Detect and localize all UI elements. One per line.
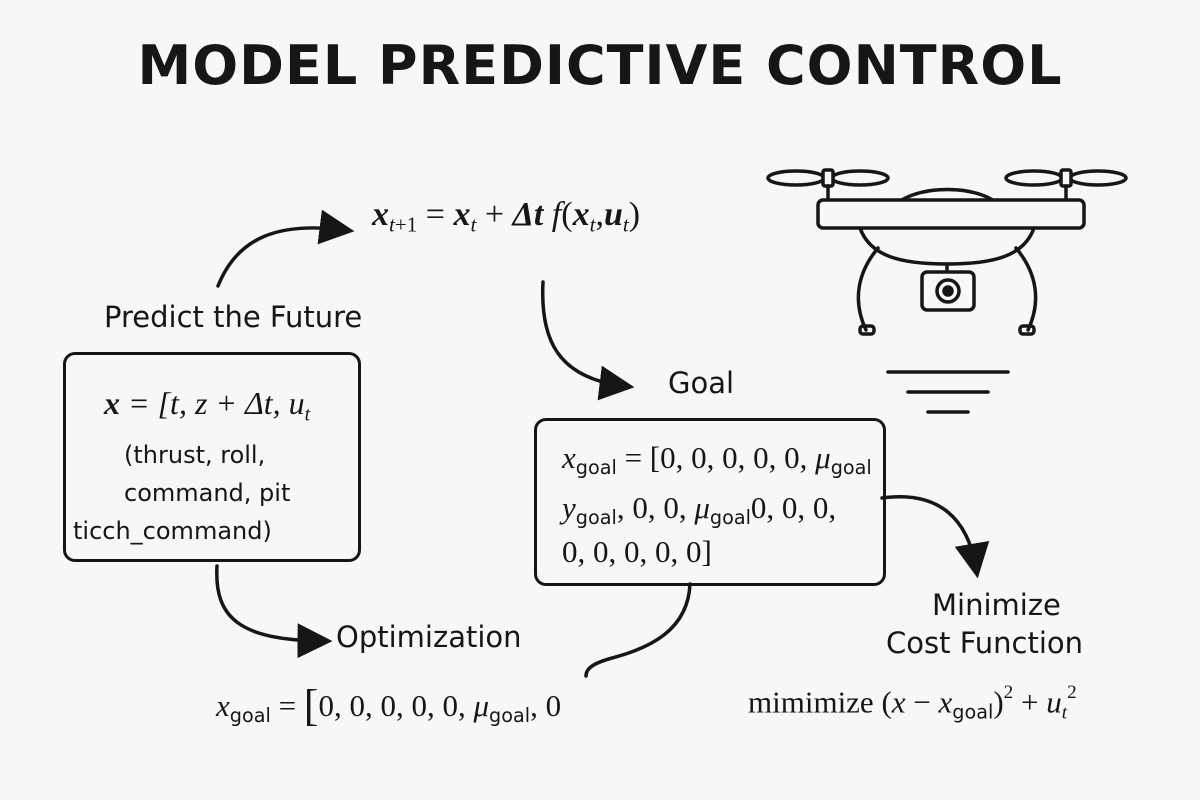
optimization-label: Optimization bbox=[336, 620, 522, 654]
state-desc-line2: command, pit bbox=[124, 479, 291, 507]
goal-label: Goal bbox=[668, 366, 735, 400]
goal-line1: xgoal = [0, 0, 0, 0, 0, μgoal bbox=[562, 440, 872, 480]
dynamics-equation: xt+1 = xt + Δt f(xt,ut) bbox=[372, 196, 641, 237]
cost-equation: mimimize (x − xgoal)2 + ut2 bbox=[748, 682, 1077, 724]
optimization-equation: xgoal = [0, 0, 0, 0, 0, μgoal, 0 bbox=[216, 681, 562, 730]
arrow-goal-to-cost bbox=[880, 495, 990, 579]
predict-label: Predict the Future bbox=[104, 300, 363, 334]
arrow-state-to-optimization bbox=[215, 564, 333, 659]
state-desc-line1: (thrust, roll, bbox=[124, 441, 266, 469]
connector-goal-to-optimization bbox=[584, 582, 692, 678]
cost-function-label: Cost Function bbox=[886, 626, 1084, 660]
page-title: MODEL PREDICTIVE CONTROL bbox=[137, 34, 1063, 97]
arrow-predict-to-dynamics bbox=[216, 209, 355, 288]
goal-line2: ygoal, 0, 0, μgoal0, 0, 0, bbox=[562, 490, 837, 530]
state-desc-line3: ticch_command) bbox=[73, 517, 272, 545]
drone-icon bbox=[766, 168, 1128, 414]
minimize-label: Minimize bbox=[932, 588, 1061, 622]
state-box bbox=[63, 352, 361, 562]
state-equation: x = [t, z + Δt, ut bbox=[104, 385, 311, 426]
goal-line3: 0, 0, 0, 0, 0] bbox=[562, 534, 712, 569]
arrow-dynamics-to-goal bbox=[540, 280, 635, 401]
goal-box bbox=[534, 418, 886, 586]
